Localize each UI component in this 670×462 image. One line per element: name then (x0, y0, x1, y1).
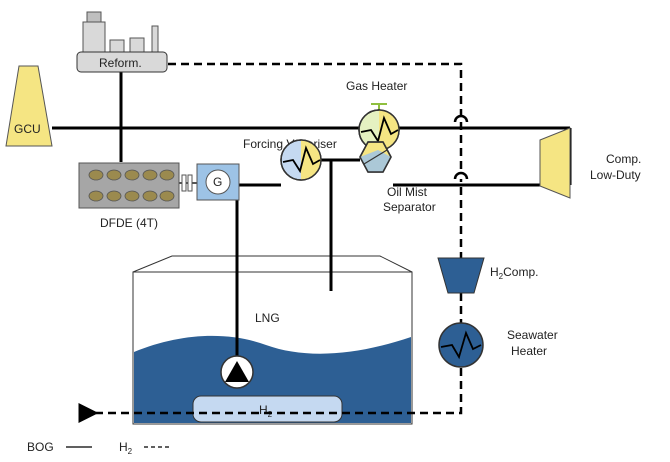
h2-line-reformer (168, 62, 463, 258)
cylinder (159, 169, 175, 181)
coupling-right (187, 174, 193, 192)
gas-heater-label: Gas Heater (346, 79, 407, 93)
h2-line-to-tank (78, 368, 463, 423)
cylinder (106, 169, 122, 181)
dfde-label: DFDE (4T) (100, 216, 158, 230)
gcu-body (5, 65, 53, 147)
oil-mist-separator-lower (360, 150, 391, 172)
reformer-tower-top (86, 11, 102, 23)
comp-label-2: Low-Duty (590, 168, 641, 182)
low-duty-compressor: Comp. Low-Duty (539, 127, 641, 199)
oil-mist-separator-divider (363, 149, 388, 165)
cylinder (159, 190, 175, 202)
seawater-heater-coil (440, 330, 482, 360)
seawater-heater-body (438, 322, 484, 368)
legend-bog-label: BOG (27, 440, 54, 454)
crossing-hump-2 (453, 171, 469, 180)
cylinder (124, 169, 140, 181)
h2-lines (78, 62, 463, 423)
cylinder (142, 169, 158, 181)
reformer-tower (82, 21, 106, 53)
reformer-label: Reform. (99, 56, 142, 70)
gcu: GCU (5, 65, 53, 147)
cylinder (88, 190, 104, 202)
gas-heater-coil (360, 115, 399, 144)
lng-label: LNG (255, 311, 280, 325)
dfde-engine: DFDE (4T) (78, 162, 197, 230)
crossing-hump-1 (453, 114, 469, 123)
reformer: Reform. (76, 11, 168, 73)
oil-mist-label-2: Separator (383, 200, 436, 214)
h2-compressor: H2Comp. (437, 257, 538, 294)
oil-mist-label-1: Oil Mist (387, 185, 428, 199)
h2-compressor-body (437, 257, 485, 294)
legend: BOG H2 (27, 440, 170, 456)
reformer-base (76, 51, 168, 73)
line-crossings (453, 114, 469, 180)
forcing-vaporiser-coil (282, 145, 321, 174)
cylinder (106, 190, 122, 202)
reformer-vessel-2 (129, 37, 145, 53)
gcu-label: GCU (14, 122, 41, 136)
lng-pump (220, 355, 254, 389)
low-duty-compressor-body (539, 127, 571, 199)
reformer-stack (151, 25, 159, 53)
dfde-body (78, 162, 180, 209)
forcing-vaporiser-outline (280, 139, 322, 181)
dfde-cylinders (88, 169, 175, 202)
lng-tank: LNG H2 (132, 255, 413, 425)
h2-compressor-label: H2Comp. (490, 265, 538, 281)
forcing-vaporiser: Forcing Vaporiser (243, 137, 337, 181)
gas-heater: Gas Heater (346, 79, 407, 157)
cylinder (124, 190, 140, 202)
oil-mist-separator-outline (359, 141, 392, 173)
reformer-vessel-1 (109, 39, 125, 53)
lng-pump-triangle (225, 361, 249, 382)
generator-symbol (205, 169, 231, 195)
legend-h2-label: H2 (119, 440, 133, 456)
tank-dome (132, 255, 413, 273)
seawater-label-1: Seawater (507, 328, 558, 342)
generator: G (196, 163, 240, 201)
h2-tank (192, 395, 343, 423)
seawater-heater: Seawater Heater (438, 322, 558, 368)
cylinder (88, 169, 104, 181)
seawater-label-2: Heater (511, 344, 547, 358)
oil-mist-separator: Oil Mist Separator (359, 141, 436, 214)
generator-label: G (213, 175, 222, 189)
coupling-left (181, 174, 187, 192)
cylinder (142, 190, 158, 202)
h2-tank-label: H2 (259, 403, 273, 419)
comp-label-1: Comp. (606, 152, 641, 166)
